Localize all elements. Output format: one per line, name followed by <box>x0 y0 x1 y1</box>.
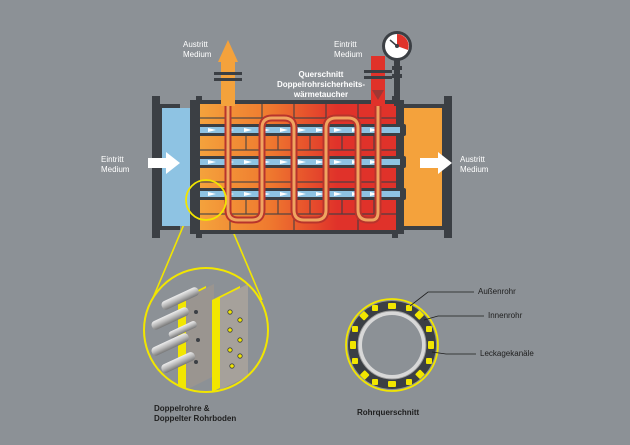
diagram-title: Querschnitt Doppelrohrsicherheits- wärme… <box>276 70 365 99</box>
outlet-right-label: Austritt Medium <box>460 155 489 174</box>
outer-tube-label: Außenrohr <box>478 287 516 296</box>
outlet-top-label: Austritt Medium <box>183 40 212 59</box>
inlet-pipe-top <box>364 56 392 106</box>
outlet-pipe-top <box>214 40 242 106</box>
outlet-hood <box>400 96 452 238</box>
section-caption: Rohrquerschnitt <box>357 408 420 417</box>
inner-tube-label: Innenrohr <box>488 311 523 320</box>
detail-caption: Doppelrohre & Doppelter Rohrboden <box>154 404 237 423</box>
flow-arrow-icon <box>148 152 452 174</box>
tube-cross-section <box>345 298 439 392</box>
pressure-gauge-icon <box>382 31 412 106</box>
double-tube-rods <box>151 287 199 373</box>
zoom-source-circle <box>185 179 227 221</box>
callout-lines <box>409 291 484 355</box>
inlet-left-label: Eintritt Medium <box>101 155 130 174</box>
inlet-top-label: Eintritt Medium <box>334 40 363 59</box>
detail-circle-tubes <box>143 267 269 393</box>
leak-channels-label: Leckagekanäle <box>480 349 534 358</box>
serpentine-coil <box>224 66 382 224</box>
outlet-arrow-icon <box>218 40 238 62</box>
